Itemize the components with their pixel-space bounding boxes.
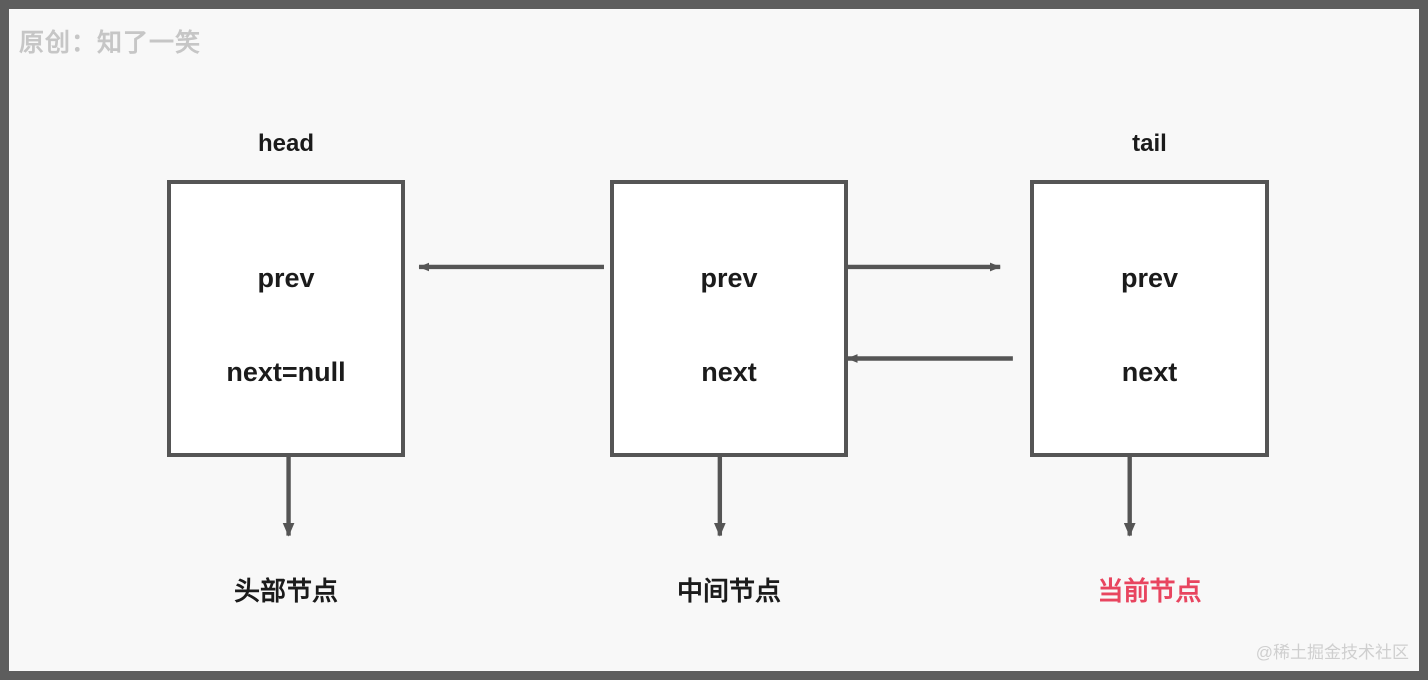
watermark-author: 原创：知了一笑 [19,29,202,57]
node-box-middle[interactable]: prev next [610,180,848,457]
node-field-prev: prev [1120,263,1179,293]
node-label-head: head [257,130,314,157]
node-label-tail: tail [1132,130,1167,157]
node-caption-tail: 当前节点 [1097,576,1202,606]
node-field-next: next [1121,357,1178,387]
node-box-head[interactable]: prev next=null [167,180,405,457]
node-field-next: next [701,357,757,387]
node-field-prev: prev [700,263,758,293]
watermark-community: @稀土掘金技术社区 [1255,643,1409,662]
node-caption-middle: 中间节点 [676,576,781,606]
node-field-next: next=null [226,357,346,387]
node-box-tail[interactable]: prev next [1030,180,1269,457]
node-caption-head: 头部节点 [233,576,338,606]
node-field-prev: prev [257,263,315,293]
